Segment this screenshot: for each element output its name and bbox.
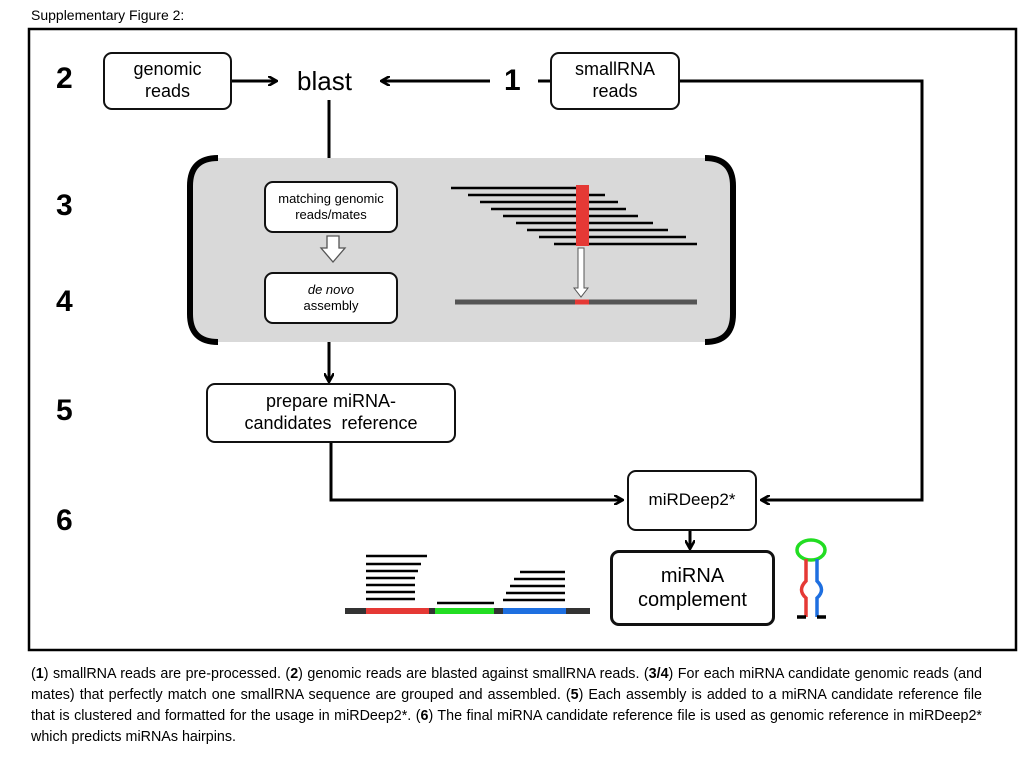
step-number-4: 4 bbox=[56, 285, 73, 318]
step-number-5: 5 bbox=[56, 394, 73, 427]
hairpin-icon bbox=[795, 538, 827, 619]
thin-arrow-down bbox=[572, 247, 590, 298]
step-number-6: 6 bbox=[56, 504, 73, 537]
matched-smallrna-region bbox=[576, 185, 589, 246]
arrow-smallrna-to-mirdeep bbox=[680, 79, 924, 500]
mirdeep-box: miRDeep2* bbox=[627, 470, 757, 531]
block-arrow-down bbox=[319, 235, 347, 263]
step-number-3: 3 bbox=[56, 189, 73, 222]
prepare-line1: prepare miRNA- bbox=[265, 391, 397, 412]
denovo-line2: assembly bbox=[303, 298, 359, 313]
genomic-reads-box: genomic reads bbox=[103, 52, 232, 110]
matching-line1: matching genomic bbox=[278, 191, 384, 207]
prepare-reference-box: prepare miRNA- candidates reference bbox=[206, 383, 456, 443]
blast-label: blast bbox=[297, 66, 352, 96]
denovo-assembly-box: de novo assembly bbox=[264, 272, 398, 324]
complement-line1: miRNA bbox=[660, 565, 725, 587]
prepare-line2: candidates reference bbox=[244, 413, 418, 433]
mirna-complement-box: miRNA complement bbox=[610, 550, 775, 626]
figure-frame bbox=[27, 27, 1018, 652]
matching-reads-box: matching genomic reads/mates bbox=[264, 181, 398, 233]
figure-caption: (1) smallRNA reads are pre-processed. (2… bbox=[31, 666, 982, 745]
panel-left-bracket bbox=[187, 155, 219, 345]
figure-title: Supplementary Figure 2: bbox=[31, 7, 185, 23]
genomic-reads-line2: reads bbox=[144, 81, 191, 101]
complement-line2: complement bbox=[638, 589, 747, 611]
smallrna-reads-box: smallRNA reads bbox=[550, 52, 680, 110]
smallrna-reads-line2: reads bbox=[592, 81, 638, 101]
denovo-line1: de novo bbox=[307, 282, 355, 298]
step-number-2: 2 bbox=[56, 62, 73, 95]
genomic-reads-line1: genomic bbox=[133, 59, 202, 80]
mirna-read-pileup bbox=[366, 554, 565, 605]
smallrna-reads-line1: smallRNA bbox=[574, 59, 655, 80]
matching-line2: reads/mates bbox=[295, 207, 367, 222]
arrow-prepare-to-mirdeep bbox=[329, 443, 622, 500]
panel-right-bracket bbox=[704, 155, 736, 345]
step-number-1: 1 bbox=[504, 64, 521, 97]
